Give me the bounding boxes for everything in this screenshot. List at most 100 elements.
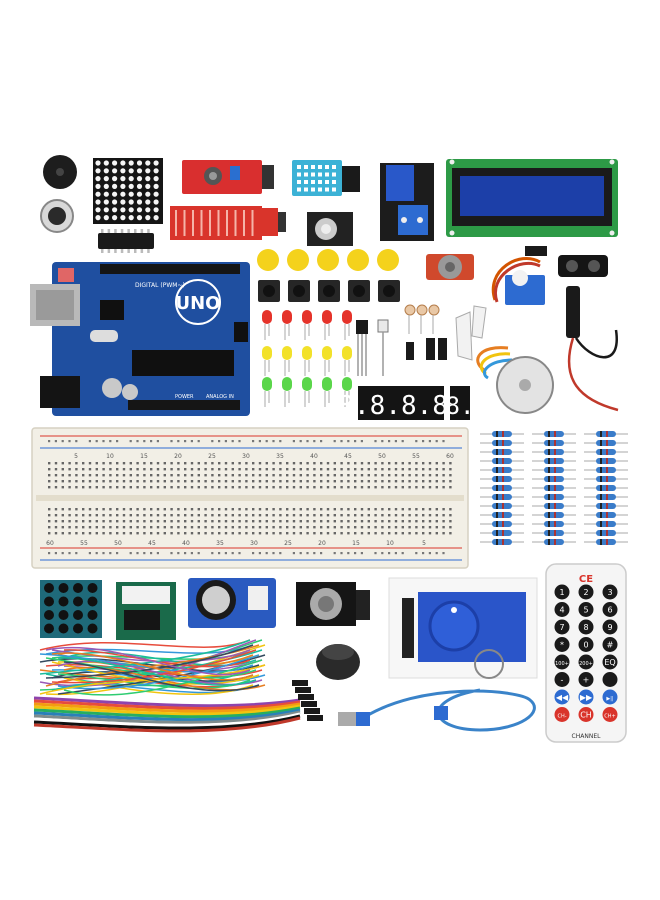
jumper-wires xyxy=(39,639,266,696)
remote-key xyxy=(602,619,618,635)
remote-key-label: CH xyxy=(580,711,592,720)
remote-key xyxy=(602,707,618,722)
remote-key xyxy=(578,707,594,722)
rtc-module xyxy=(188,578,276,628)
breadboard-column-number: 45 xyxy=(148,540,156,547)
arduino-uno-board: UNO DIGITAL (PWM~) POWER ANALOG IN xyxy=(30,262,250,416)
uno-logo-text: UNO xyxy=(176,293,221,314)
segment-digits: 8.8.8.8. xyxy=(338,391,463,421)
ir-receiver xyxy=(356,319,389,376)
remote-key xyxy=(602,602,618,617)
sound-sensor-module xyxy=(182,160,274,194)
breadboard-column-number: 55 xyxy=(412,453,420,460)
remote-key-label: 1 xyxy=(559,588,564,597)
remote-key xyxy=(554,584,570,600)
remote-key-label: 3 xyxy=(607,588,612,597)
green-leds xyxy=(262,377,352,407)
remote-key-label: 100+ xyxy=(555,661,569,667)
rfid-module xyxy=(388,577,538,679)
ribbon-wires xyxy=(33,680,323,733)
remote-key-label: 9 xyxy=(607,623,612,632)
ic-chip xyxy=(98,229,154,253)
stepper-motor xyxy=(476,346,554,414)
shift-register-module xyxy=(116,582,176,640)
segment-single: 8. xyxy=(446,392,475,420)
remote-key-label: 8 xyxy=(583,623,588,632)
remote-key xyxy=(578,637,594,652)
remote-key xyxy=(578,672,594,687)
remote-key-label: + xyxy=(583,676,590,685)
remote-key-label: 5 xyxy=(583,606,588,615)
remote-key xyxy=(578,584,594,600)
remote-key-label: ▶▶ xyxy=(580,693,593,702)
remote-key xyxy=(578,654,594,670)
servo-horns xyxy=(455,305,487,361)
breadboard-column-number: 60 xyxy=(46,540,54,547)
joystick-module xyxy=(296,582,370,680)
remote-key-label: - xyxy=(561,676,564,685)
breadboard-column-number: 5 xyxy=(74,453,78,460)
remote-key-label: ◀◀ xyxy=(556,693,569,702)
red-leds xyxy=(262,310,352,340)
remote-key-label: EQ xyxy=(604,658,615,667)
keypad-4x4 xyxy=(40,580,102,638)
remote-bottom-label: CHANNEL xyxy=(572,733,602,740)
breadboard-column-number: 5 xyxy=(422,540,426,547)
dht11-sensor xyxy=(292,160,360,196)
remote-key xyxy=(554,654,570,670)
breadboard-column-number: 25 xyxy=(208,453,216,460)
remote-key xyxy=(554,602,570,617)
remote-key-label: 200+ xyxy=(579,661,593,667)
potentiometer xyxy=(426,254,474,280)
water-sensor-module xyxy=(170,206,286,240)
remote-key xyxy=(554,637,570,652)
yellow-leds xyxy=(262,346,352,376)
capacitors xyxy=(406,338,447,360)
remote-key-label: 4 xyxy=(559,606,564,615)
remote-key xyxy=(554,689,570,705)
remote-key xyxy=(578,602,594,617)
resistors xyxy=(480,431,628,545)
breadboard-column-number: 55 xyxy=(80,540,88,547)
four-digit-7segment: 8.8.8.8. 8. xyxy=(338,386,474,421)
photoresistors xyxy=(404,304,440,334)
rotary-module xyxy=(307,212,353,246)
remote-key xyxy=(602,584,618,600)
remote-key xyxy=(554,619,570,635)
relay-module xyxy=(380,163,434,241)
servo-motor xyxy=(491,246,547,305)
remote-key-label: CH+ xyxy=(604,714,615,720)
breadboard-column-number: 15 xyxy=(352,540,360,547)
battery-clip xyxy=(558,255,619,412)
usb-cable xyxy=(338,688,536,732)
breadboard-column-number: 35 xyxy=(276,453,284,460)
remote-brand: CE xyxy=(579,574,593,585)
breadboard-column-number: 50 xyxy=(114,540,122,547)
breadboard-column-number: 45 xyxy=(344,453,352,460)
remote-key-label: CH- xyxy=(557,714,566,720)
remote-key xyxy=(554,672,570,687)
remote-key-label: * xyxy=(560,641,564,650)
analog-label: ANALOG IN xyxy=(206,394,234,400)
remote-key xyxy=(602,654,618,670)
remote-key-label: 0 xyxy=(583,641,588,650)
breadboard-column-number: 30 xyxy=(250,540,258,547)
breadboard-column-number: 40 xyxy=(182,540,190,547)
breadboard-column-number: 50 xyxy=(378,453,386,460)
breadboard-column-number: 10 xyxy=(106,453,114,460)
breadboard-column-number: 20 xyxy=(318,540,326,547)
breadboard-column-number: 60 xyxy=(446,453,454,460)
breadboard-column-number: 15 xyxy=(140,453,148,460)
remote-key-label: # xyxy=(607,641,614,650)
digital-header-label: DIGITAL (PWM~) xyxy=(135,282,185,289)
remote-key-label: 6 xyxy=(607,606,612,615)
remote-key xyxy=(578,619,594,635)
remote-key-label: 7 xyxy=(559,623,564,632)
breadboard-column-number: 40 xyxy=(310,453,318,460)
breadboard-column-number: 10 xyxy=(386,540,394,547)
lcd-display xyxy=(446,159,618,237)
